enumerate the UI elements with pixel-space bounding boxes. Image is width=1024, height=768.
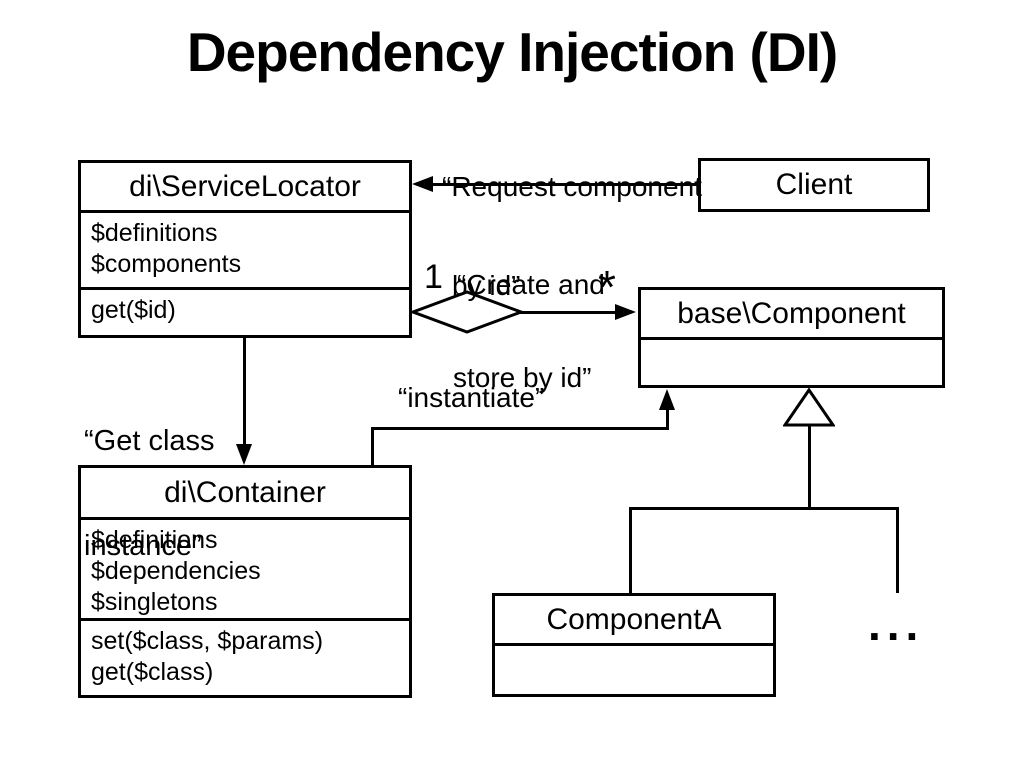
inheritance-branch-to-component-a <box>629 507 632 593</box>
class-box-service-locator: di\ServiceLocator $definitions $componen… <box>78 160 412 338</box>
method: set($class, $params) <box>91 627 324 655</box>
instantiate-line-vertical-upper <box>666 407 669 429</box>
multiplicity-one: 1 <box>424 258 443 296</box>
method: get($class) <box>91 658 214 686</box>
label-create-store: “Create and store by id” <box>453 207 605 455</box>
class-name-container: di\Container <box>164 475 326 509</box>
attribute: $dependencies <box>91 557 261 585</box>
slide-title: Dependency Injection (DI) <box>186 21 838 83</box>
label-line: “Create and <box>457 269 605 300</box>
class-name-service-locator: di\ServiceLocator <box>129 169 361 203</box>
instantiate-line-horizontal <box>371 427 669 430</box>
label-line: “Request component <box>442 171 702 202</box>
class-name-client: Client <box>775 168 853 201</box>
attribute: $definitions <box>91 526 218 554</box>
methods-service-locator: get($id) <box>81 287 409 335</box>
inheritance-triangle-icon <box>783 388 835 427</box>
aggregation-line-to-base-component <box>518 311 618 314</box>
label-line: “Get class <box>84 425 215 457</box>
class-box-container: di\Container $definitions $dependencies … <box>78 465 412 698</box>
method: get($id) <box>91 296 176 324</box>
label-request-component: “Request component by id” <box>442 104 702 368</box>
multiplicity-many: * <box>598 261 616 313</box>
label-get-class-instance: “Get class instance” <box>84 354 215 634</box>
attribute: $definitions <box>91 219 218 247</box>
inheritance-branch-horizontal <box>630 507 899 510</box>
more-components-ellipsis: ... <box>868 598 925 650</box>
inheritance-branch-to-others <box>896 507 899 593</box>
class-box-base-component: base\Component <box>638 287 945 388</box>
association-client-to-servicelocator <box>418 183 698 186</box>
empty-compartment <box>641 337 942 385</box>
instantiate-line-vertical-lower <box>371 429 374 465</box>
attributes-container: $definitions $dependencies $singletons <box>81 517 409 618</box>
arrowhead-down-icon <box>236 444 252 465</box>
class-box-client: Client <box>698 158 930 212</box>
attribute: $singletons <box>91 588 218 616</box>
arrowhead-up-icon <box>659 389 675 410</box>
attributes-service-locator: $definitions $components <box>81 210 409 287</box>
label-line: store by id” <box>453 362 592 393</box>
label-instantiate: “instantiate” <box>398 382 545 413</box>
class-name-component-a: ComponentA <box>546 602 722 636</box>
arrowhead-right-icon <box>615 304 636 320</box>
class-box-component-a: ComponentA <box>492 593 776 697</box>
class-name-base-component: base\Component <box>677 296 906 330</box>
methods-container: set($class, $params) get($class) <box>81 618 409 695</box>
inheritance-stem <box>808 425 811 510</box>
label-line: by id” <box>452 270 521 301</box>
attribute: $components <box>91 250 242 278</box>
label-line: instance” <box>84 530 202 562</box>
empty-compartment <box>495 643 773 694</box>
arrowhead-left-icon <box>412 176 433 192</box>
dependency-servicelocator-to-container <box>243 337 246 447</box>
